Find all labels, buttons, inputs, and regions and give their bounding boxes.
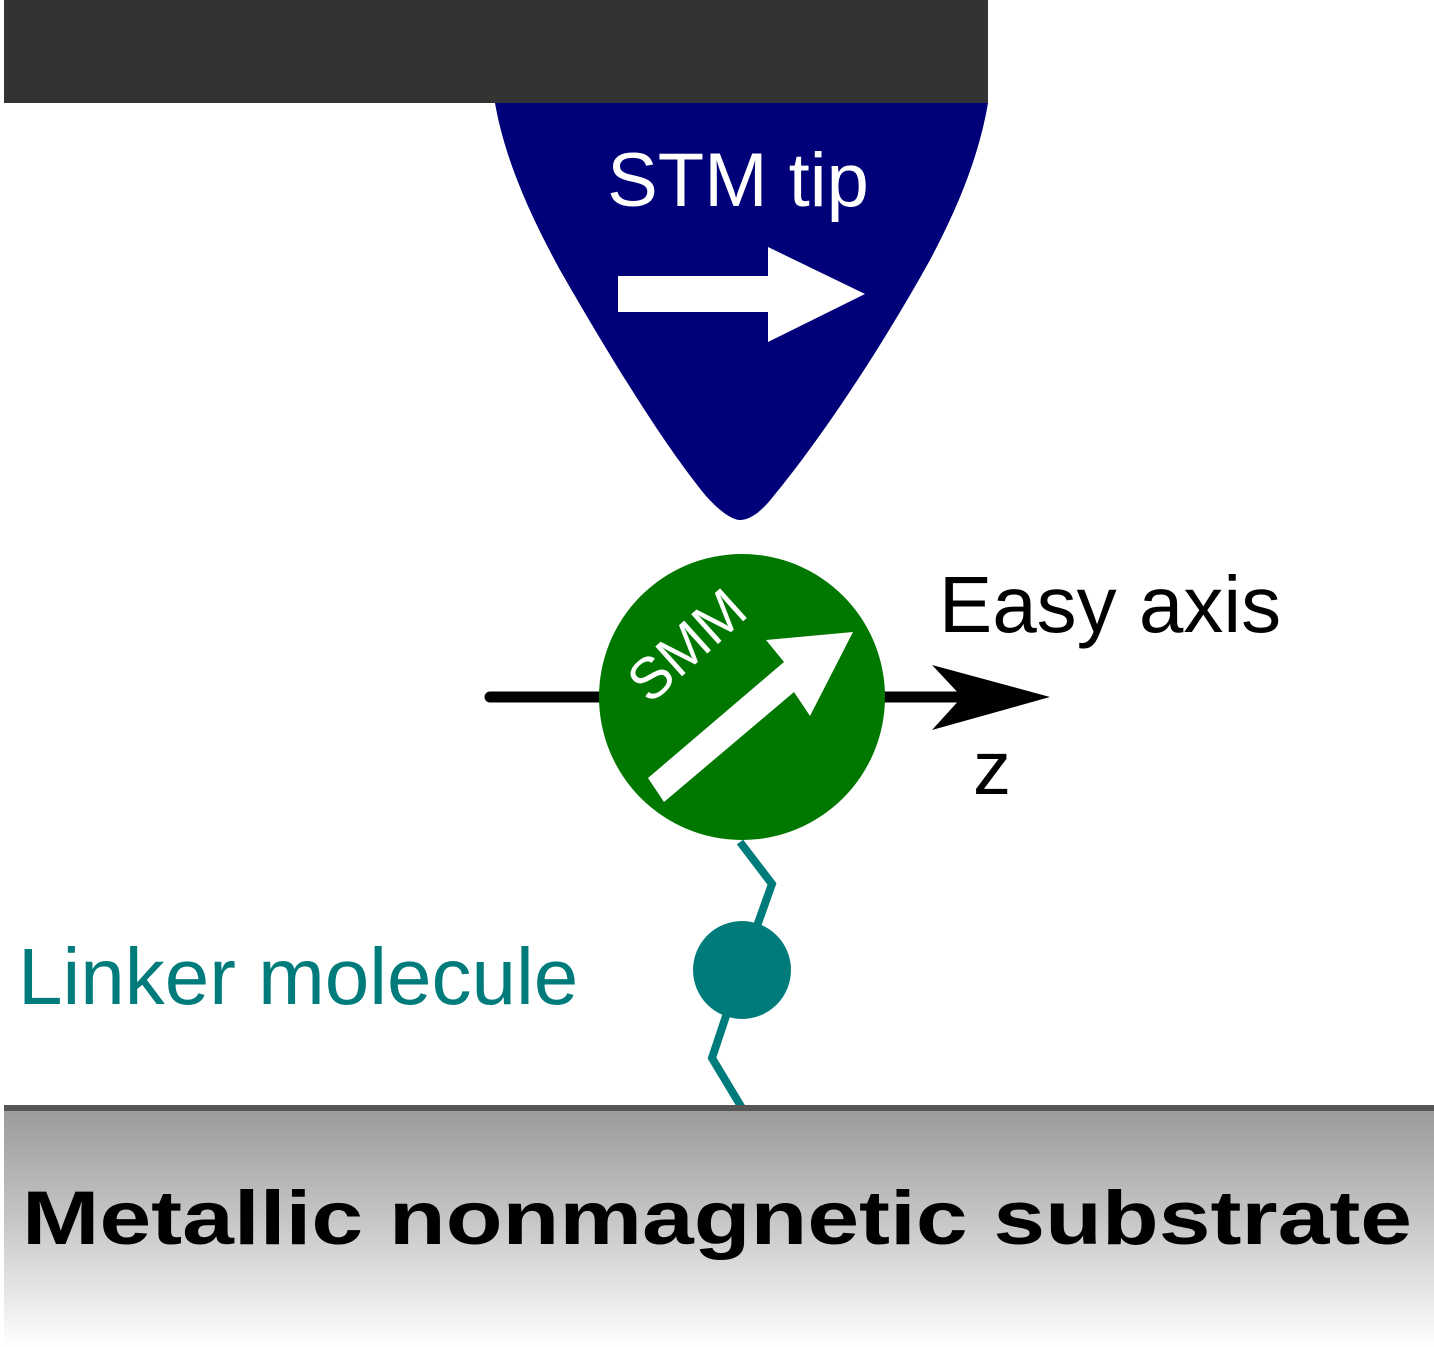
linker-node <box>693 921 791 1019</box>
linker-molecule-label: Linker molecule <box>18 932 578 1021</box>
substrate <box>4 1108 1434 1347</box>
z-axis-label: z <box>973 726 1011 811</box>
easy-axis-arrowhead-icon <box>932 665 1050 730</box>
stm-tip-label: STM tip <box>607 138 869 223</box>
smm-spin-arrow-icon <box>648 632 853 802</box>
tip-magnetization-arrow-icon <box>618 247 865 342</box>
tip-holder-bar <box>4 0 988 103</box>
easy-axis-label: Easy axis <box>939 560 1281 649</box>
substrate-label: Metallic nonmagnetic substrate <box>22 1176 1412 1261</box>
